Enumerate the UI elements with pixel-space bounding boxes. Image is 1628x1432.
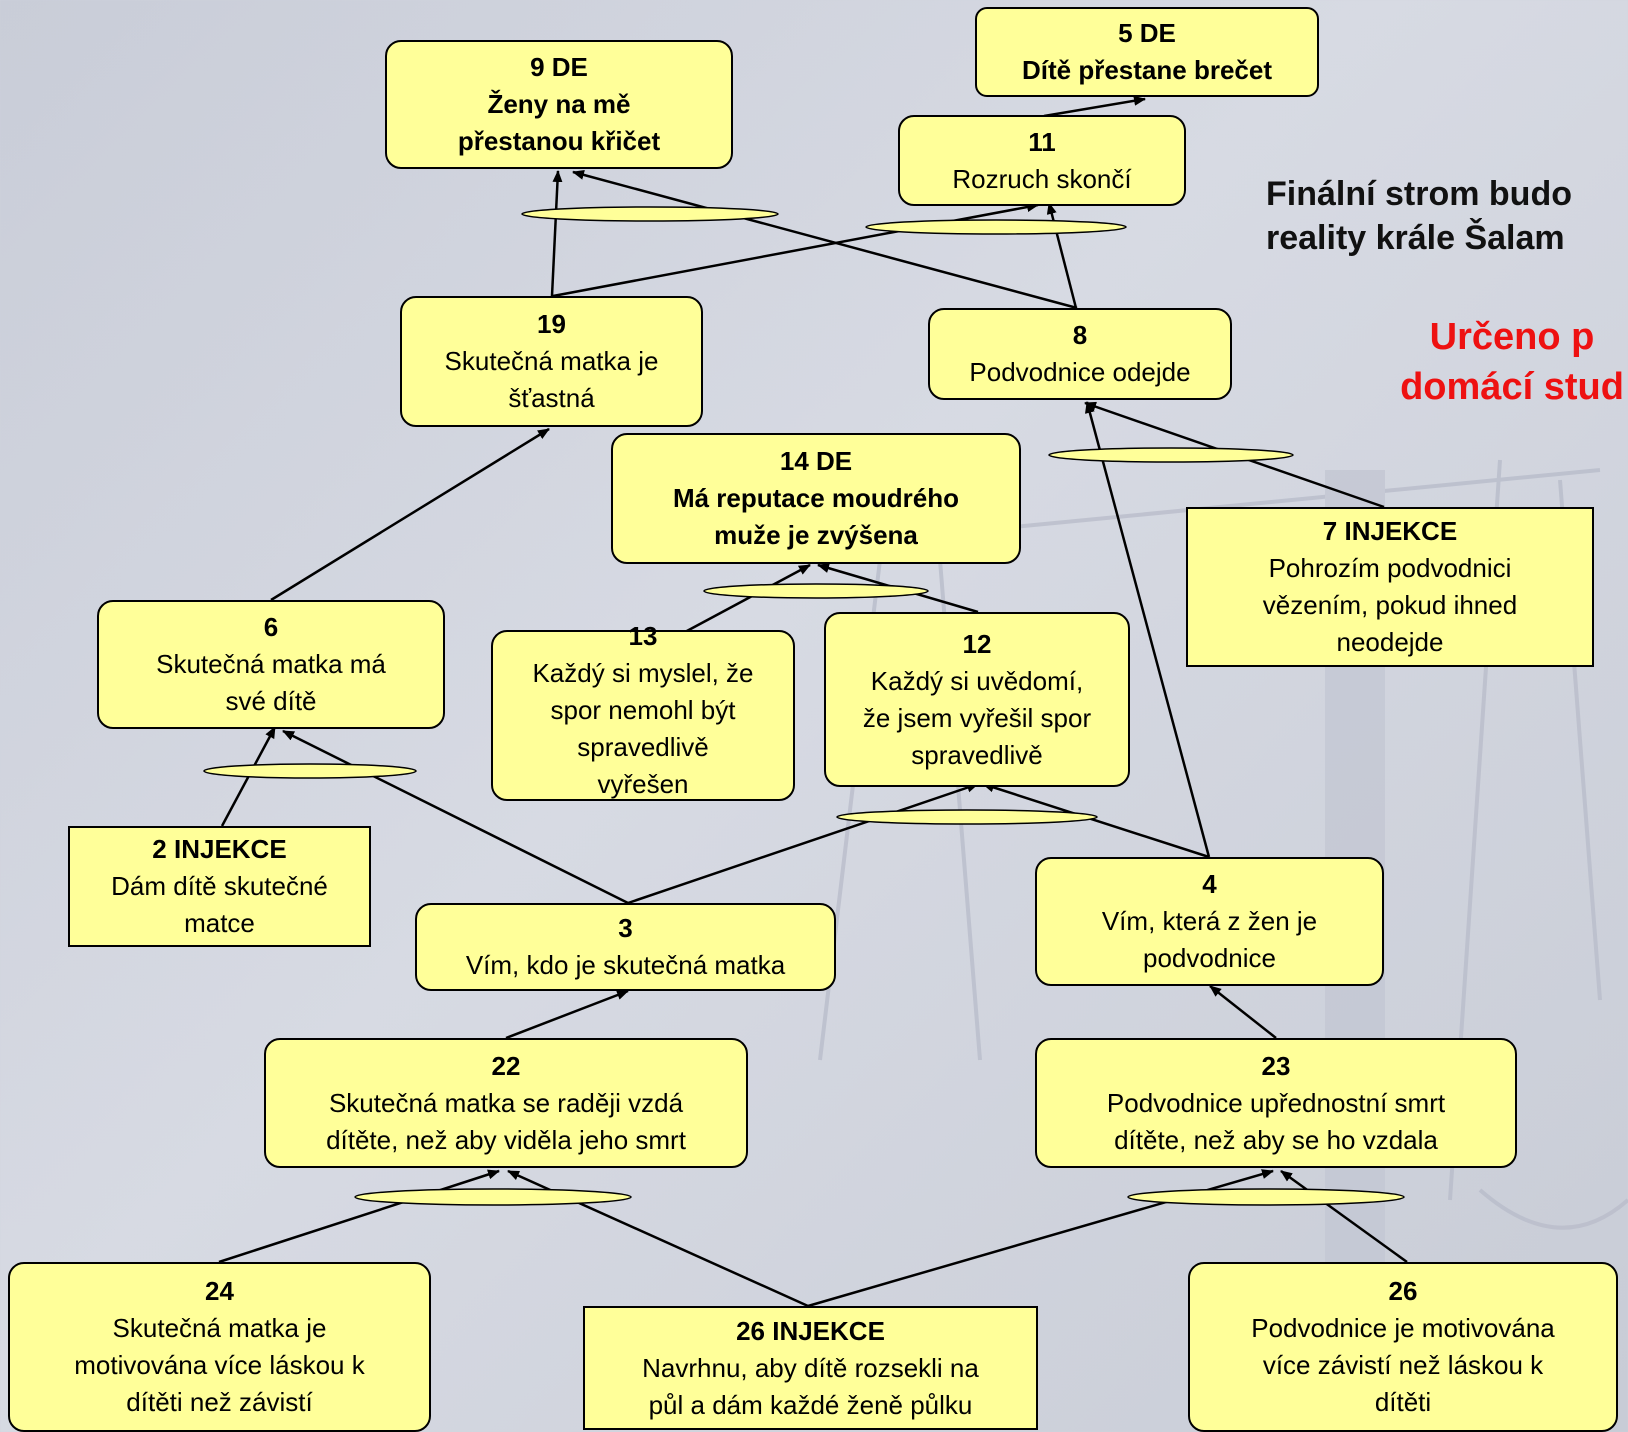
and-connector <box>865 219 1127 235</box>
node-2-injection: 2 INJEKCE Dám dítě skutečné matce <box>68 826 371 947</box>
node-19: 19 Skutečná matka je šťastná <box>400 296 703 427</box>
node-number: 9 DE <box>530 52 588 82</box>
link-22-to-3 <box>505 989 629 1040</box>
and-connector <box>203 763 417 779</box>
node-text: Dítě přestane brečet <box>1022 55 1272 85</box>
node-7-injection: 7 INJEKCE Pohrozím podvodnici vězením, p… <box>1186 507 1594 667</box>
node-number: 5 DE <box>1118 18 1176 48</box>
node-text: Vím, která z žen je podvodnice <box>1101 906 1318 973</box>
node-number: 13 <box>628 621 658 651</box>
node-number: 6 <box>263 612 279 642</box>
node-13: 13 Každý si myslel, že spor nemohl být s… <box>491 621 795 801</box>
node-text: Skutečná matka je motivována více láskou… <box>74 1313 365 1417</box>
node-9-de: 9 DE Ženy na mě přestanou křičet <box>385 40 733 169</box>
node-number: 23 <box>1261 1050 1291 1081</box>
red-note: Určeno p domácí stud <box>1400 316 1624 408</box>
slide-headline: Finální strom budo reality krále Šalam <box>1266 175 1572 257</box>
link-11-to-5 <box>1043 95 1146 118</box>
node-text: Má reputace moudrého muže je zvýšena <box>672 483 960 550</box>
node-text: Podvodnice upřednostní smrt dítěte, než … <box>1106 1087 1446 1155</box>
node-number: 12 <box>962 628 992 659</box>
link-23-to-4 <box>1209 985 1277 1039</box>
and-connector <box>1048 447 1294 463</box>
node-6: 6 Skutečná matka má své dítě <box>97 600 445 729</box>
and-connector <box>1127 1188 1405 1206</box>
link-4-to-8 <box>1085 401 1211 858</box>
node-12: 12 Každý si uvědomí, že jsem vyřešil spo… <box>824 612 1130 787</box>
node-number: 4 <box>1202 869 1217 899</box>
node-text: Dám dítě skutečné matce <box>111 871 328 938</box>
link-3-to-12 <box>627 782 979 905</box>
link-24-to-22 <box>218 1169 500 1264</box>
node-4: 4 Vím, která z žen je podvodnice <box>1035 857 1384 986</box>
link-13-to-14 <box>684 563 811 634</box>
node-text: Skutečná matka má své dítě <box>156 649 386 716</box>
node-text: Vím, kdo je skutečná matka <box>465 950 786 980</box>
node-text: Podvodnice odejde <box>969 357 1191 387</box>
and-connector <box>521 206 779 222</box>
node-text: Skutečná matka je šťastná <box>444 346 659 413</box>
node-text: Každý si uvědomí, že jsem vyřešil spor s… <box>862 665 1092 770</box>
and-connector <box>354 1188 632 1206</box>
node-text: Navrhnu, aby dítě rozsekli na půl a dám … <box>642 1352 979 1420</box>
link-26-to-23 <box>1280 1169 1408 1264</box>
node-text: Rozruch skončí <box>952 163 1132 194</box>
node-11: 11 Rozruch skončí <box>898 115 1186 206</box>
node-26-injection: 26 INJEKCE Navrhnu, aby dítě rozsekli na… <box>583 1306 1038 1430</box>
node-23: 23 Podvodnice upřednostní smrt dítěte, n… <box>1035 1038 1517 1168</box>
link-3-to-6 <box>282 729 629 905</box>
link-8-to-11 <box>1046 202 1078 309</box>
and-connector <box>836 809 1098 825</box>
node-22: 22 Skutečná matka se raději vzdá dítěte,… <box>264 1038 748 1168</box>
node-text: Pohrozím podvodnici vězením, pokud ihned… <box>1262 553 1518 657</box>
node-text: Skutečná matka se raději vzdá dítěte, ne… <box>326 1087 686 1155</box>
node-14-de: 14 DE Má reputace moudrého muže je zvýše… <box>611 433 1021 564</box>
node-number: 26 <box>1388 1276 1418 1306</box>
and-connector <box>703 583 929 599</box>
node-number: 7 INJEKCE <box>1322 516 1458 546</box>
link-4-to-12 <box>982 782 1210 859</box>
node-number: 22 <box>491 1050 521 1081</box>
node-text: Podvodnice je motivována více závistí ne… <box>1251 1313 1555 1417</box>
node-number: 11 <box>1028 126 1056 157</box>
node-number: 19 <box>537 309 566 339</box>
node-5-de: 5 DE Dítě přestane brečet <box>975 7 1319 97</box>
node-24: 24 Skutečná matka je motivována více lás… <box>8 1262 431 1432</box>
node-text: Ženy na mě přestanou křičet <box>457 89 661 156</box>
node-number: 26 INJEKCE <box>736 1315 885 1346</box>
node-number: 3 <box>618 913 633 943</box>
node-text: Každý si myslel, že spor nemohl být spra… <box>532 658 754 799</box>
node-number: 14 DE <box>779 446 853 476</box>
node-26: 26 Podvodnice je motivována více závistí… <box>1188 1262 1618 1432</box>
node-number: 2 INJEKCE <box>152 834 287 864</box>
link-8-to-9 <box>572 170 1078 310</box>
link-19-to-9 <box>550 170 563 297</box>
node-number: 24 <box>205 1276 234 1306</box>
node-number: 8 <box>1072 320 1088 350</box>
node-8: 8 Podvodnice odejde <box>928 308 1232 400</box>
node-3: 3 Vím, kdo je skutečná matka <box>415 903 836 991</box>
link-6-to-19 <box>270 427 550 602</box>
